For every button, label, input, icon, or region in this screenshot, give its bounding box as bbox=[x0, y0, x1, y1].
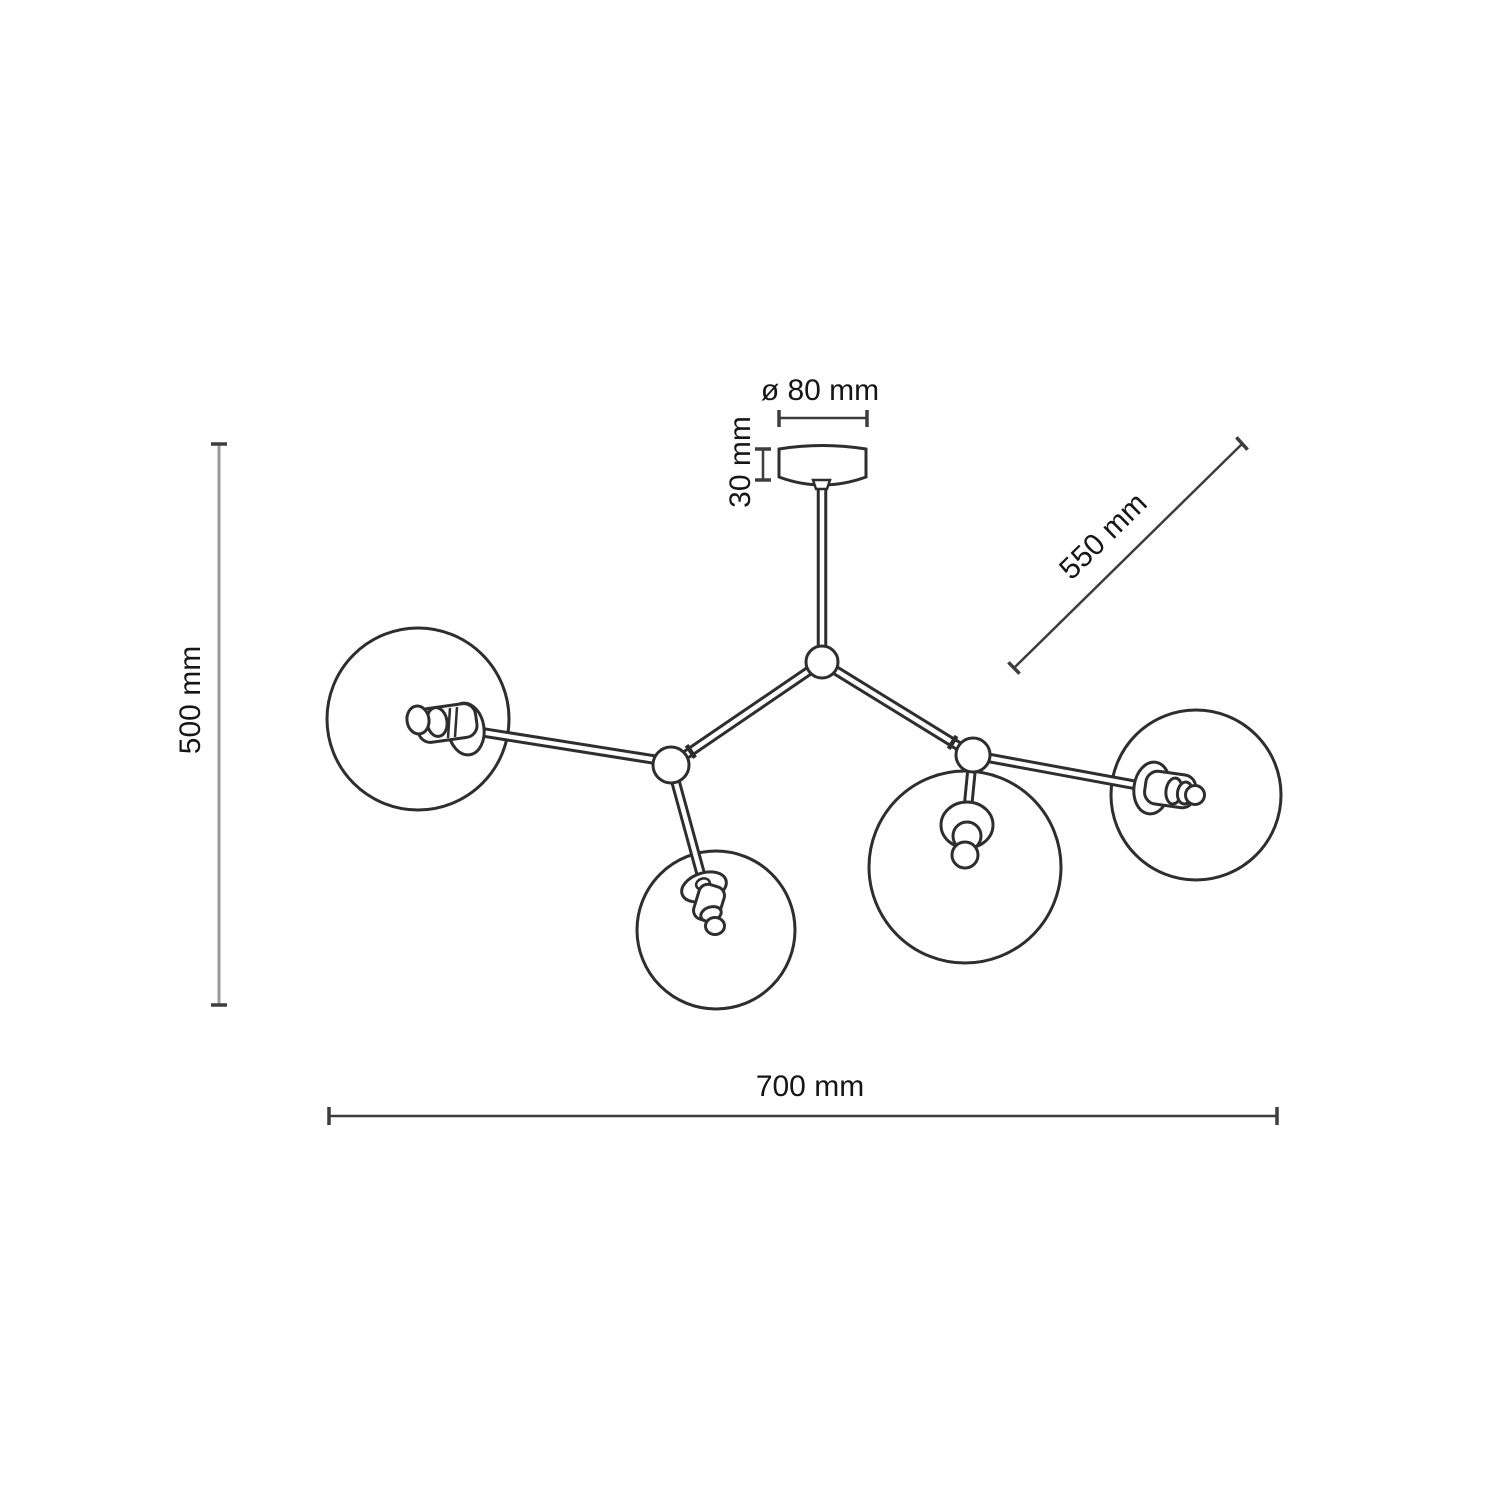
socket-right bbox=[1132, 760, 1206, 816]
arm-right-globe-core bbox=[972, 752, 1153, 791]
globe-left bbox=[325, 626, 511, 812]
arm-left-globe-core bbox=[467, 727, 677, 766]
globe-right bbox=[1109, 708, 1283, 882]
canopy-diameter-label: ø 80 mm bbox=[761, 374, 879, 407]
socket-left-cap bbox=[405, 704, 431, 736]
arms bbox=[467, 487, 1153, 888]
arm-bottom-globe-core bbox=[668, 764, 707, 887]
tick bbox=[1235, 436, 1249, 451]
socket-left-thread bbox=[453, 706, 459, 738]
dimension-canopy-height: 30 mm bbox=[724, 416, 771, 508]
joint-right bbox=[954, 736, 992, 774]
arm-center-to-left-node-core bbox=[669, 660, 824, 767]
fixture-height-label: 500 mm bbox=[174, 646, 207, 754]
joint-collar-left bbox=[684, 744, 697, 759]
dimension-line bbox=[1013, 443, 1243, 669]
joint-left bbox=[651, 745, 691, 785]
canopy-height-label: 30 mm bbox=[724, 416, 757, 508]
socket-middle-bulb bbox=[950, 840, 980, 870]
fixture-width-label: 700 mm bbox=[756, 1070, 864, 1103]
tick bbox=[1007, 661, 1021, 675]
socket-left bbox=[405, 701, 486, 757]
arm-length-label: 550 mm bbox=[1053, 487, 1153, 586]
socket-right-cap bbox=[1184, 784, 1206, 806]
socket-bottom-cap bbox=[704, 916, 726, 936]
socket-bottom bbox=[680, 870, 728, 936]
globe-bottom bbox=[635, 849, 797, 1011]
socket-middle bbox=[939, 800, 995, 870]
ball-joints bbox=[651, 644, 992, 785]
dimension-fixture-height: 500 mm bbox=[174, 442, 227, 1007]
dimension-arm-length: 550 mm bbox=[1007, 436, 1249, 675]
dimension-canopy-diameter: ø 80 mm bbox=[761, 374, 879, 427]
joint-center bbox=[804, 644, 840, 680]
glass-globes bbox=[325, 626, 1283, 1011]
ceiling-canopy bbox=[777, 444, 868, 491]
arm-center-to-right-node-core bbox=[820, 660, 975, 757]
canopy-stem-connector bbox=[811, 478, 832, 491]
dimension-fixture-width: 700 mm bbox=[327, 1070, 1279, 1125]
canopy-body bbox=[777, 444, 868, 487]
joint-collar-right bbox=[946, 734, 959, 750]
socket-left-thread bbox=[446, 707, 452, 739]
